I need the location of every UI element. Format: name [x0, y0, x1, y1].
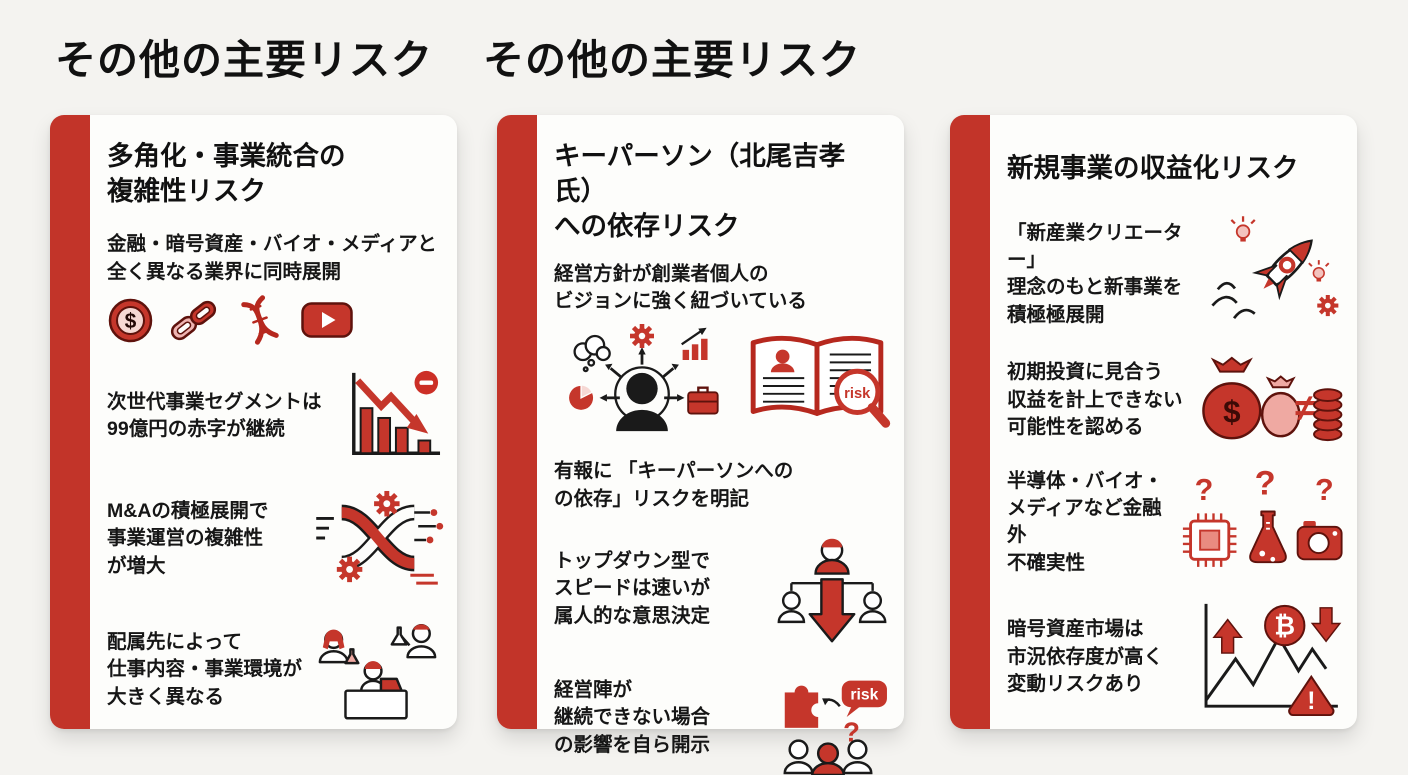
question-mark: ?: [1255, 466, 1276, 502]
founder-vision-icon: [569, 324, 719, 432]
chain-link-icon: [170, 300, 217, 340]
card-accent-bar: [497, 115, 537, 729]
risk-item: 「新産業クリエーター」 理念のもと新事業を 積極極展開: [1007, 212, 1344, 336]
keyperson-icon-strip: risk: [554, 324, 891, 444]
item-text: 経営陣が 継続できない場合 の影響を自ら開示: [554, 678, 711, 756]
item-text: 経営方針が創業者個人の ビジョンに強く紐づいている: [554, 262, 807, 312]
risk-item: 半導体・バイオ・ メディアなど金融外 不確実性 ? ? ?: [1007, 466, 1344, 578]
industry-icon-strip: $: [107, 295, 444, 345]
declining-bar-chart-icon: [352, 370, 441, 456]
question-mark: ?: [1195, 473, 1214, 507]
page-title-left: その他の主要リスク: [55, 37, 433, 83]
page-title-right: その他の主要リスク: [483, 37, 861, 83]
risk-card-keyperson: キーパーソン（北尾吉孝氏） への依存リスク 経営方針が創業者個人の ビジョンに強…: [497, 115, 904, 775]
item-text: 暗号資産市場は 市況依存度が高く 変動リスクあり: [1007, 618, 1164, 695]
dollar-coin-icon: $: [108, 298, 153, 342]
card-accent-bar: [950, 115, 990, 729]
item-text: トップダウン型で スピードは速いが 属人的な意思決定: [554, 549, 711, 627]
dollar-sign: $: [1223, 395, 1240, 430]
card-body: 新規事業の収益化リスク 「新産業クリエーター」 理念のもと新事業を 積極極展開: [990, 115, 1357, 729]
risk-card-diversification: 多角化・事業統合の 複雑性リスク 金融・暗号資産・バイオ・メディアと 全く異なる…: [50, 115, 457, 729]
item-text: 半導体・バイオ・ メディアなど金融外 不確実性: [1007, 469, 1164, 574]
card-title: 多角化・事業統合の 複雑性リスク: [107, 141, 346, 207]
question-mark: ?: [1316, 473, 1335, 507]
item-text: 金融・暗号資産・バイオ・メディアと 全く異なる業界に同時展開: [107, 233, 437, 283]
risk-item: 金融・暗号資産・バイオ・メディアと 全く異なる業界に同時展開 $: [107, 231, 444, 345]
money-mismatch-icon: $ ≠: [1202, 356, 1343, 442]
diverse-workplaces-icon: [318, 624, 437, 720]
risk-item: M&Aの積極展開で 事業運営の複雑性 が増大: [107, 489, 444, 589]
exclamation-mark: !: [1307, 688, 1315, 715]
risk-disclosure-book-icon: risk: [750, 336, 891, 429]
risk-item: 次世代事業セグメントは 99億円の赤字が継続: [107, 367, 444, 465]
rocket-launch-icon: [1211, 216, 1344, 320]
risk-label: risk: [850, 686, 878, 703]
item-text: 「新産業クリエーター」 理念のもと新事業を 積極極展開: [1007, 221, 1183, 326]
risk-item: トップダウン型で スピードは速いが 属人的な意思決定: [554, 529, 891, 649]
risk-item: 初期投資に見合う 収益を計上できない 可能性を認める $ ≠: [1007, 354, 1344, 446]
item-text: M&Aの積極展開で 事業運営の複雑性 が増大: [107, 500, 269, 577]
card-title: キーパーソン（北尾吉孝氏） への依存リスク: [554, 141, 846, 242]
risk-item: 暗号資産市場は 市況依存度が高く 変動リスクあり ₿ !: [1007, 596, 1344, 718]
not-equal-sign: ≠: [1295, 387, 1315, 429]
risk-item: 経営陣が 継続できない場合 の影響を自ら開示 risk ?: [554, 661, 891, 775]
youtube-icon: [301, 302, 353, 338]
card-title: 新規事業の収益化リスク: [1007, 153, 1299, 183]
risk-item: 配属先によって 仕事内容・事業環境が 大きく異なる: [107, 617, 444, 723]
risk-item: 有報に 「キーパーソンへの の依存」リスクを明記: [554, 458, 891, 513]
top-down-decision-icon: [777, 538, 887, 643]
item-text: 配属先によって 仕事内容・事業環境が 大きく異なる: [107, 631, 303, 708]
card-accent-bar: [50, 115, 90, 729]
bitcoin-sign: ₿: [1274, 613, 1295, 641]
crypto-volatility-icon: ₿ !: [1204, 604, 1342, 717]
item-text: 初期投資に見合う 収益を計上できない 可能性を認める: [1007, 361, 1183, 438]
risk-item: 経営方針が創業者個人の ビジョンに強く紐づいている: [554, 261, 891, 445]
item-text: 有報に 「キーパーソンへの の依存」リスクを明記: [554, 460, 794, 510]
dollar-sign: $: [125, 310, 137, 333]
succession-risk-icon: risk ?: [783, 680, 887, 775]
card-body: キーパーソン（北尾吉孝氏） への依存リスク 経営方針が創業者個人の ビジョンに強…: [537, 115, 904, 775]
page-header: その他の主要リスク その他の主要リスク: [55, 26, 861, 86]
risk-card-new-business: 新規事業の収益化リスク 「新産業クリエーター」 理念のもと新事業を 積極極展開: [950, 115, 1357, 729]
uncertainty-sectors-icon: ? ? ?: [1183, 466, 1344, 568]
risk-label: risk: [844, 386, 871, 402]
ma-integration-complexity-icon: [316, 489, 444, 589]
item-text: 次世代事業セグメントは 99億円の赤字が継続: [107, 390, 322, 441]
dna-icon: [241, 295, 279, 345]
card-body: 多角化・事業統合の 複雑性リスク 金融・暗号資産・バイオ・メディアと 全く異なる…: [90, 115, 457, 729]
